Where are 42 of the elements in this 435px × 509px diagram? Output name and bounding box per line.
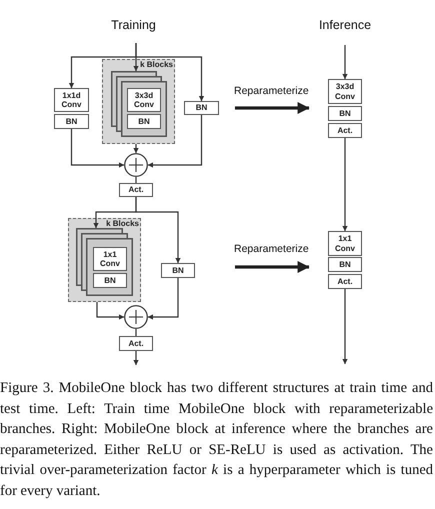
arrow-label: Reparameterize [234,244,309,256]
arrow [148,278,179,320]
arrow [135,197,181,264]
activation-box: Act. [328,123,362,138]
bn-layer-box: BN [54,114,89,129]
k-blocks-group [68,218,141,302]
arrow [133,144,139,154]
group-label: k Blocks [140,61,173,70]
connector-line [135,177,137,183]
column-heading: Inference [318,19,372,33]
arrow [342,45,348,80]
conv-layer-box: 3x3d Conv [328,79,362,104]
bn-layer-box: BN [328,106,362,121]
arrow [70,129,124,168]
conv-layer-box: 1x1 Conv [93,247,127,271]
add-circle [124,305,148,329]
conv-layer-box: 1x1d Conv [54,88,89,112]
add-circle [124,153,148,177]
arrow [96,302,124,320]
bn-layer-box: BN [184,101,219,115]
arrow [135,43,204,102]
figure-caption: Figure 3. MobileOne block has two different structures at train time and test time. Left: Train time MobileOne block with reparameterizable branches. Right: MobileOne block at inference where the branches are reparameterized. Either ReLU or SE-ReLU is used as activation. The trivial over-parameterization factor k is a hyperparameter which is tuned for every variant. [0,379,433,501]
conv-layer-box: 1x1 Conv [328,231,362,256]
arrow-label: Reparameterize [234,86,309,98]
bn-layer-box: BN [93,273,127,288]
conv-layer-box: 3x3d Conv [127,88,161,112]
k-blocks-group [102,59,175,144]
card-stack [76,228,133,296]
connector-line [135,329,137,336]
column-heading: Training [111,19,156,33]
bn-layer-box: BN [127,114,161,129]
arrow [148,115,202,168]
arrow [342,138,348,232]
group-label: k Blocks [106,220,139,229]
activation-box: Act. [328,274,362,289]
activation-box: Act. [119,336,153,351]
bn-layer-box: BN [328,257,362,272]
card-stack [111,71,167,137]
arrow [342,289,348,364]
activation-box: Act. [119,183,153,197]
arrow [133,351,139,366]
bn-layer-box: BN [161,263,195,278]
